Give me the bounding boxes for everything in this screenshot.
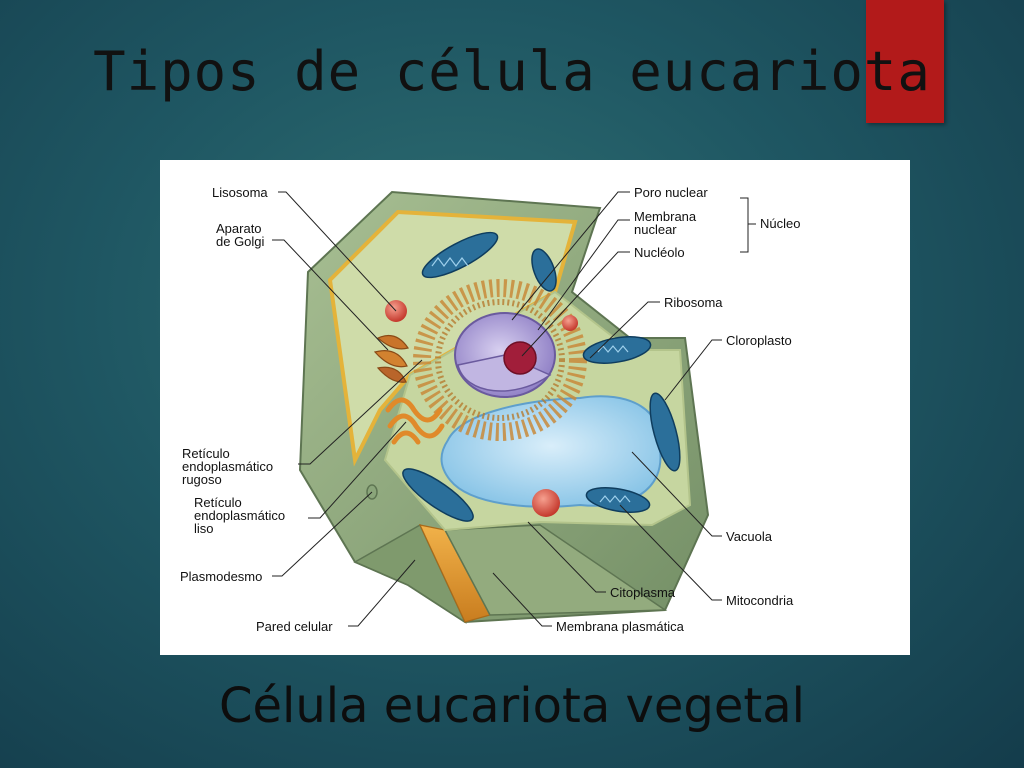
leader-vacuola	[631, 451, 722, 537]
label-plasmodesmo: Plasmodesmo	[180, 569, 263, 584]
leader-mitocondria	[619, 504, 722, 601]
leader-citoplasma	[527, 521, 606, 593]
label-membrana-nuclear-1: Membrana	[634, 209, 697, 224]
slide-subtitle: Célula eucariota vegetal	[218, 678, 805, 734]
label-mitocondria: Mitocondria	[726, 593, 794, 608]
leader-pared	[348, 559, 416, 627]
label-cloroplasto: Cloroplasto	[726, 333, 792, 348]
label-nucleo: Núcleo	[760, 216, 801, 231]
plant-cell-diagram: Lisosoma Aparato de Golgi Poro nuclear M…	[160, 160, 910, 655]
label-aparato-golgi-2: de Golgi	[216, 234, 265, 249]
leader-nucleolo	[521, 251, 630, 357]
smooth-er	[385, 397, 445, 445]
label-nucleolo: Nucléolo	[634, 245, 685, 260]
rough-er	[413, 279, 587, 441]
leader-ribosoma	[589, 301, 660, 359]
label-reticulo-liso-1: Retículo	[194, 495, 242, 510]
nucleolus	[503, 341, 537, 375]
leader-lisosoma	[278, 191, 397, 312]
label-reticulo-rugoso-3: rugoso	[182, 472, 222, 487]
leader-nucleo	[740, 197, 756, 253]
label-membrana-plasmatica: Membrana plasmática	[556, 619, 684, 634]
label-lisosoma: Lisosoma	[212, 185, 268, 200]
label-ribosoma: Ribosoma	[664, 295, 723, 310]
golgi	[373, 335, 409, 383]
slide-title: Tipos de célula eucariota	[93, 40, 931, 103]
label-reticulo-rugoso-2: endoplasmático	[182, 459, 274, 474]
label-reticulo-liso-3: liso	[194, 521, 214, 536]
leader-poro	[511, 191, 630, 321]
leader-rer	[298, 359, 423, 465]
cell-wall-right-face	[443, 524, 668, 616]
label-poro-nuclear: Poro nuclear	[634, 185, 708, 200]
leader-membrana	[537, 219, 630, 331]
label-vacuola: Vacuola	[726, 529, 773, 544]
label-aparato-golgi-1: Aparato	[216, 221, 262, 236]
label-pared-celular: Pared celular	[256, 619, 333, 634]
leader-membrana-plasmatica	[492, 572, 552, 627]
label-reticulo-liso-2: endoplasmático	[194, 508, 286, 523]
label-reticulo-rugoso-1: Retículo	[182, 446, 230, 461]
leader-plasmodesmo	[272, 491, 373, 577]
leader-cloroplasto	[664, 339, 722, 401]
label-membrana-nuclear-2: nuclear	[634, 222, 677, 237]
accent-bar	[866, 0, 944, 123]
leader-ser	[308, 421, 407, 519]
leader-golgi	[272, 239, 389, 351]
label-citoplasma: Citoplasma	[610, 585, 676, 600]
cell-illustration	[272, 190, 756, 627]
